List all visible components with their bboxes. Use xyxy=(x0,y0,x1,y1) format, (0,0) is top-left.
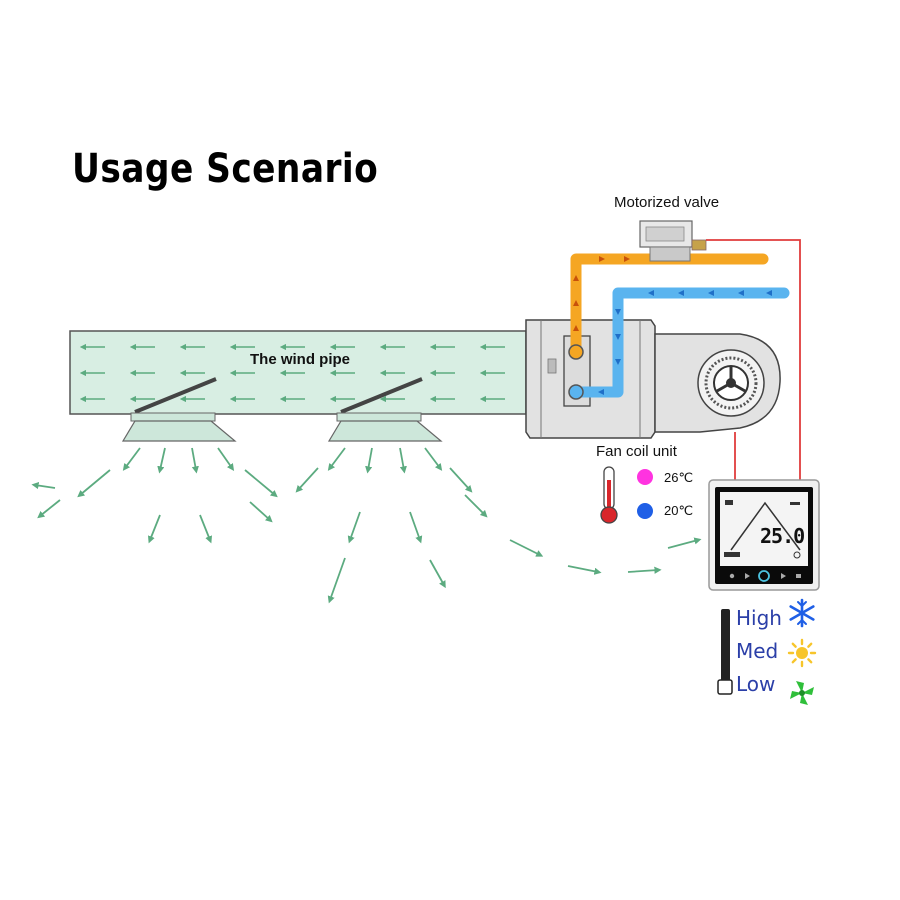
motorized-valve xyxy=(639,220,707,262)
hot-water-pipe xyxy=(570,253,769,358)
water-flow-arrow xyxy=(738,290,744,296)
airflow-arrow xyxy=(217,447,235,471)
water-flow-arrow xyxy=(615,309,621,315)
airflow-arrow xyxy=(409,511,423,544)
airflow-arrow xyxy=(509,539,544,557)
cold-water-pipe xyxy=(574,287,790,398)
airflow-arrow xyxy=(147,514,161,544)
snowflake-icon xyxy=(789,598,815,628)
airflow-arrow xyxy=(199,514,213,544)
duct-airflow-arrows xyxy=(79,343,505,403)
fan-speed-high: High xyxy=(736,606,782,630)
airflow-arrow xyxy=(122,447,141,471)
water-flow-arrow xyxy=(573,275,579,281)
control-wiring xyxy=(706,239,801,480)
airflow-arrow xyxy=(429,559,446,589)
fan-speed-med: Med xyxy=(736,639,779,663)
thermometer-icon xyxy=(600,466,618,524)
airflow-arrow xyxy=(157,447,166,474)
airflow-arrow xyxy=(365,447,373,474)
fan-coil-unit xyxy=(525,319,781,439)
thermostat-buttons xyxy=(729,570,801,582)
airflow-arrow xyxy=(667,537,702,549)
airflow-arrow xyxy=(567,565,602,575)
water-flow-arrow xyxy=(615,359,621,365)
fan-coil-unit-label: Fan coil unit xyxy=(596,443,677,460)
water-flow-arrow xyxy=(624,256,630,262)
water-flow-arrow xyxy=(615,334,621,340)
airflow-arrow xyxy=(77,469,111,498)
airflow-arrow xyxy=(464,494,488,518)
hot-water-temp: 26℃ xyxy=(664,470,694,485)
thermostat xyxy=(708,479,820,591)
wind-pipe xyxy=(69,330,527,415)
fan-speed-slider xyxy=(717,609,733,695)
airflow-arrow xyxy=(347,511,361,544)
air-diffuser-left xyxy=(121,377,237,442)
airflow-arrow xyxy=(627,566,662,574)
airflow-arrow xyxy=(399,447,407,474)
airflow-arrow xyxy=(31,481,56,490)
airflow-arrow xyxy=(249,501,273,523)
sun-icon xyxy=(787,638,817,668)
airflow-arrow xyxy=(327,447,346,471)
cold-temp-dot xyxy=(637,503,653,519)
page-title: Usage Scenario xyxy=(72,146,379,192)
water-flow-arrow xyxy=(678,290,684,296)
airflow-arrow xyxy=(191,447,199,474)
wind-pipe-label: The wind pipe xyxy=(250,351,350,368)
hot-temp-dot xyxy=(637,469,653,485)
fan-icon xyxy=(790,681,814,705)
fan-speed-low: Low xyxy=(736,672,776,696)
airflow-arrow xyxy=(327,557,346,604)
motorized-valve-label: Motorized valve xyxy=(614,194,720,211)
thermostat-display-temp: 25.0 xyxy=(760,524,805,548)
cold-water-temp: 20℃ xyxy=(664,503,694,518)
airflow-arrow xyxy=(449,467,473,493)
water-flow-arrow xyxy=(648,290,654,296)
airflow-arrow xyxy=(244,469,278,498)
water-flow-arrow xyxy=(573,300,579,306)
water-flow-arrow xyxy=(573,325,579,331)
water-flow-arrow xyxy=(766,290,772,296)
airflow-arrow xyxy=(37,499,61,519)
airflow-arrow xyxy=(295,467,319,493)
water-flow-arrow xyxy=(599,256,605,262)
room-airflow-arrows xyxy=(31,447,702,604)
water-flow-arrow xyxy=(708,290,714,296)
water-flow-arrow xyxy=(598,389,604,395)
airflow-arrow xyxy=(424,447,443,471)
air-diffuser-right xyxy=(327,377,443,442)
